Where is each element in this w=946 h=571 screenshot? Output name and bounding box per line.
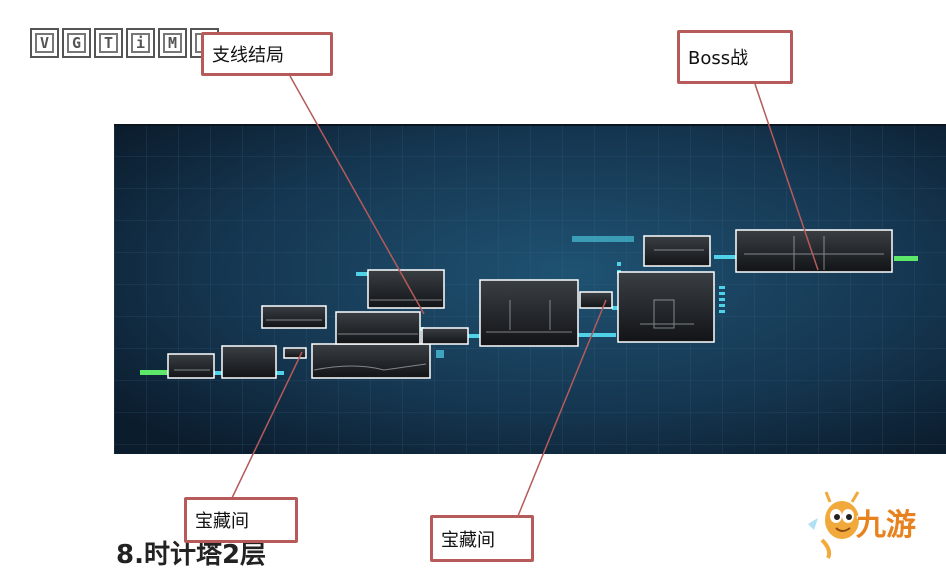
room-6 <box>335 311 421 345</box>
logo-letter-g: G <box>62 28 91 58</box>
callout-branch-ending: 支线结局 <box>201 32 333 76</box>
callout-treasure-room-left-label: 宝藏间 <box>195 511 249 532</box>
room-10 <box>579 291 613 309</box>
logo-letter-t: T <box>94 28 123 58</box>
level-map-graphic <box>114 124 946 454</box>
callout-treasure-room-right: 宝藏间 <box>430 515 534 562</box>
callout-boss-fight: Boss战 <box>677 30 793 84</box>
room-12 <box>643 235 711 267</box>
callout-boss-fight-label: Boss战 <box>688 48 749 69</box>
callout-treasure-room-right-label: 宝藏间 <box>441 529 495 551</box>
callout-treasure-room-left: 宝藏间 <box>184 497 298 543</box>
room-9 <box>479 279 579 347</box>
room-1 <box>167 353 215 379</box>
callout-branch-ending-label: 支线结局 <box>212 45 284 66</box>
mascot-icon <box>808 491 861 559</box>
vgtime-watermark-logo: V G T i M E <box>30 28 219 58</box>
brand-name: 九游 <box>856 508 916 543</box>
room-5 <box>311 343 431 379</box>
logo-letter-v: V <box>30 28 59 58</box>
room-4 <box>261 305 327 329</box>
room-3 <box>283 347 307 359</box>
room-7 <box>367 269 445 309</box>
room-8 <box>421 327 469 345</box>
level-map <box>114 124 946 454</box>
entry-path <box>140 370 168 375</box>
room-2 <box>221 345 277 379</box>
logo-letter-m: M <box>158 28 187 58</box>
room-13-boss <box>735 229 893 273</box>
exit-path <box>894 256 918 261</box>
logo-letter-i: i <box>126 28 155 58</box>
room-11 <box>617 271 715 343</box>
